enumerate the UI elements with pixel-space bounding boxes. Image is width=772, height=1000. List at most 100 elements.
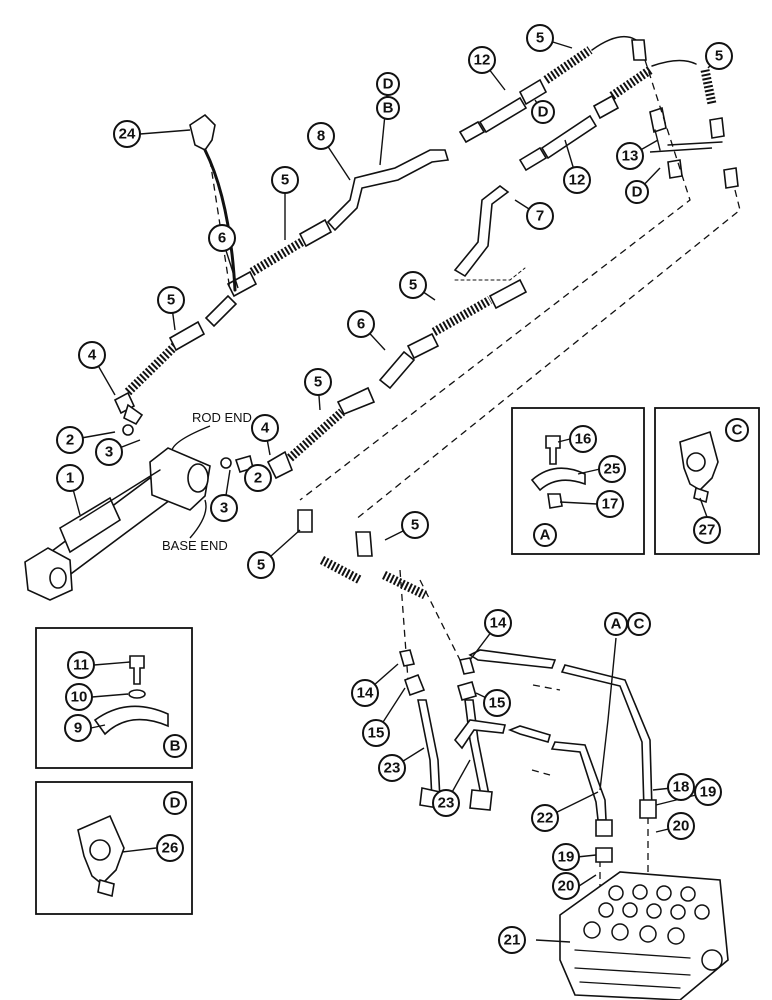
svg-text:5: 5: [411, 517, 419, 534]
svg-text:D: D: [632, 184, 643, 201]
callout-13: 13: [616, 142, 644, 170]
svg-text:5: 5: [314, 374, 322, 391]
clip-24: [189, 113, 237, 292]
svg-text:C: C: [732, 422, 743, 439]
letter-marker-a-box: A: [533, 523, 557, 547]
callout-18: 18: [667, 773, 695, 801]
svg-text:4: 4: [88, 347, 97, 364]
svg-text:A: A: [540, 527, 551, 544]
callout-12-right: 12: [563, 166, 591, 194]
callout-6-left: 6: [208, 224, 236, 252]
callout-27: 27: [693, 516, 721, 544]
callout-5-f: 5: [705, 42, 733, 70]
callout-5-b: 5: [271, 166, 299, 194]
callout-16: 16: [569, 425, 597, 453]
svg-text:B: B: [170, 738, 181, 755]
svg-text:6: 6: [218, 230, 226, 247]
svg-text:23: 23: [384, 760, 401, 777]
svg-text:5: 5: [167, 292, 175, 309]
base-end-label: BASE END: [162, 538, 228, 553]
svg-text:3: 3: [105, 444, 113, 461]
letter-marker-c-box: C: [725, 418, 749, 442]
callout-15-left: 15: [362, 719, 390, 747]
callout-14-left: 14: [351, 679, 379, 707]
svg-text:1: 1: [66, 470, 74, 487]
svg-text:21: 21: [504, 932, 521, 949]
svg-text:11: 11: [73, 657, 89, 674]
left-hose-route: [113, 149, 450, 436]
svg-text:5: 5: [281, 172, 289, 189]
svg-text:2: 2: [254, 470, 262, 487]
svg-text:14: 14: [490, 615, 507, 632]
svg-text:5: 5: [409, 277, 417, 294]
callout-6-right: 6: [347, 310, 375, 338]
svg-text:5: 5: [715, 48, 723, 65]
svg-text:5: 5: [257, 557, 265, 574]
letter-marker-d-top: D: [376, 72, 400, 96]
svg-text:2: 2: [66, 432, 74, 449]
svg-text:18: 18: [673, 779, 690, 796]
callout-23-left: 23: [378, 754, 406, 782]
callout-1: 1: [56, 464, 84, 492]
right-hose-route: [220, 184, 528, 480]
callout-12-left: 12: [468, 46, 496, 74]
svg-text:4: 4: [261, 420, 270, 437]
lower-pipes: [398, 649, 657, 863]
svg-text:20: 20: [673, 818, 690, 835]
svg-text:15: 15: [368, 725, 385, 742]
callout-26: 26: [156, 834, 184, 862]
upper-right-hose-group: [458, 35, 739, 189]
letter-marker-b-box: B: [163, 734, 187, 758]
svg-text:6: 6: [357, 316, 365, 333]
svg-text:23: 23: [438, 795, 455, 812]
callout-7: 7: [526, 202, 554, 230]
letter-marker-b-top: B: [376, 96, 400, 120]
callout-3-right: 3: [210, 494, 238, 522]
svg-text:13: 13: [622, 148, 639, 165]
callout-2-right: 2: [244, 464, 272, 492]
svg-text:12: 12: [474, 52, 491, 69]
callout-20-left: 20: [552, 872, 580, 900]
callout-4-right: 4: [251, 414, 279, 442]
svg-text:25: 25: [604, 461, 621, 478]
hydraulic-cylinder: [24, 447, 211, 601]
callout-19-right: 19: [694, 778, 722, 806]
callout-14-right: 14: [484, 609, 512, 637]
svg-text:8: 8: [317, 128, 325, 145]
callout-9: 9: [64, 714, 92, 742]
svg-text:3: 3: [220, 500, 228, 517]
svg-text:D: D: [538, 104, 549, 121]
callout-5-e: 5: [526, 24, 554, 52]
lower-hoses: [297, 509, 427, 600]
svg-text:27: 27: [699, 522, 716, 539]
letter-marker-d-box: D: [163, 791, 187, 815]
svg-text:19: 19: [700, 784, 717, 801]
svg-text:7: 7: [536, 208, 544, 225]
callout-11: 11: [67, 651, 95, 679]
svg-text:15: 15: [489, 695, 506, 712]
callout-5-g: 5: [247, 551, 275, 579]
control-valve: [559, 871, 729, 1000]
svg-text:14: 14: [357, 685, 374, 702]
svg-text:17: 17: [602, 496, 619, 513]
end-labels: ROD END BASE END: [162, 410, 252, 553]
callout-3-left: 3: [95, 438, 123, 466]
svg-text:19: 19: [558, 849, 575, 866]
svg-text:D: D: [170, 795, 181, 812]
svg-text:16: 16: [575, 431, 592, 448]
svg-text:D: D: [383, 76, 394, 93]
callout-21: 21: [498, 926, 526, 954]
callout-5-c: 5: [304, 368, 332, 396]
svg-text:B: B: [383, 100, 394, 117]
callout-20-right: 20: [667, 812, 695, 840]
callout-10: 10: [65, 683, 93, 711]
callout-5-a: 5: [157, 286, 185, 314]
svg-text:A: A: [611, 616, 622, 633]
callout-19-left: 19: [552, 843, 580, 871]
callout-24: 24: [113, 120, 141, 148]
callout-4-left: 4: [78, 341, 106, 369]
svg-text:5: 5: [536, 30, 544, 47]
rod-end-label: ROD END: [192, 410, 252, 425]
letter-marker-a-valve: A: [604, 612, 628, 636]
